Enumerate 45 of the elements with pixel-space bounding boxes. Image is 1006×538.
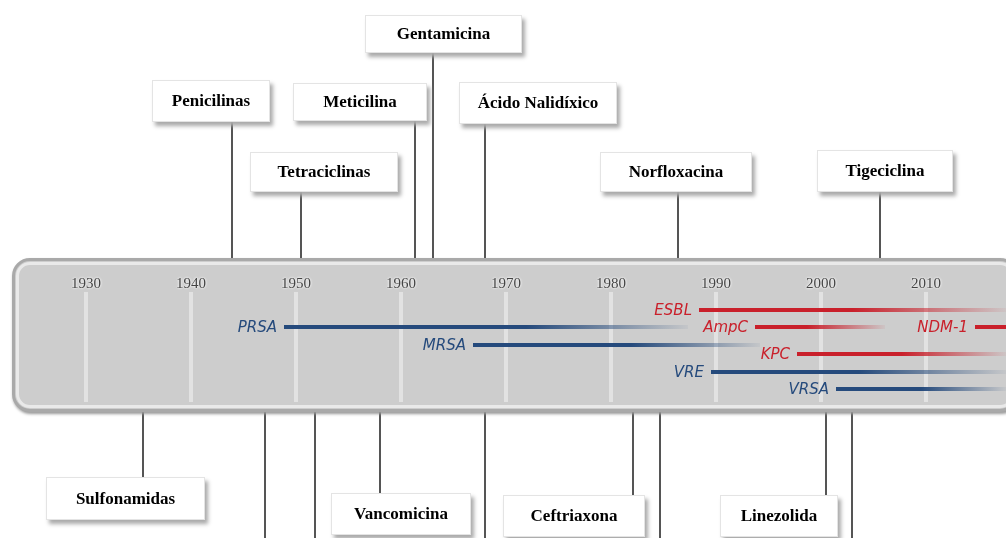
resistance-label: NDM-1 [917,318,968,336]
leader-line [379,411,381,494]
year-label: 1970 [490,274,522,292]
drug-label-box: Tigeciclina [817,150,953,192]
year-label: 2010 [910,274,942,292]
resistance-label: VRE [673,363,704,381]
year-label: 1960 [385,274,417,292]
year-label: 1950 [280,274,312,292]
leader-line [300,191,302,259]
leader-line [142,411,144,478]
resistance-label: KPC [760,345,790,363]
drug-label-box: Vancomicina [331,493,471,535]
leader-line [825,411,827,496]
drug-label-box: Ceftriaxona [503,495,645,537]
year-label: 2000 [805,274,837,292]
leader-line [879,191,881,259]
leader-line [484,123,486,259]
drug-label-box: Linezolida [720,495,838,537]
year-label: 1930 [70,274,102,292]
leader-line [231,121,233,259]
drug-label-box: Tetraciclinas [250,152,398,192]
drug-label-box: Meticilina [293,83,427,121]
leader-line [659,411,661,538]
drug-label-box: Penicilinas [152,80,270,122]
resistance-label: PRSA [237,318,277,336]
drug-label-box: Sulfonamidas [46,477,205,520]
timeline-band [12,258,1006,412]
year-label: 1940 [175,274,207,292]
drug-label-box: Norfloxacina [600,152,752,192]
resistance-label: MRSA [422,336,466,354]
leader-line [632,411,634,496]
leader-line [414,120,416,259]
year-label: 1980 [595,274,627,292]
resistance-label: ESBL [654,301,692,319]
leader-line [264,411,266,538]
year-label: 1990 [700,274,732,292]
drug-label-box: Gentamicina [365,15,522,53]
resistance-label: VRSA [788,380,829,398]
leader-line [432,52,434,259]
leader-line [314,411,316,538]
resistance-label: AmpC [703,318,748,336]
leader-line [677,191,679,259]
drug-label-box: Ácido Nalidíxico [459,82,617,124]
leader-line [851,411,853,538]
leader-line [484,411,486,538]
